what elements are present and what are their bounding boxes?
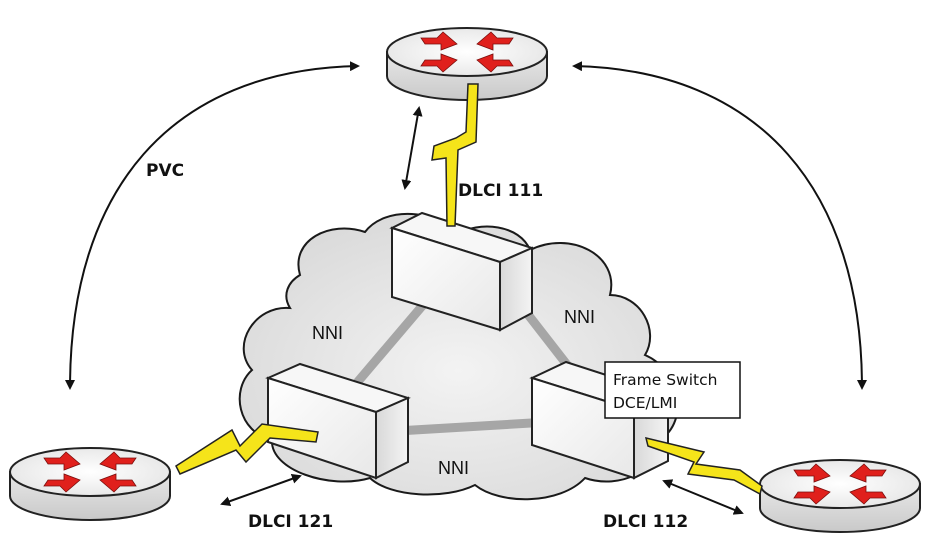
dlci-top-arrow	[401, 106, 423, 190]
pvc-left-curve	[65, 61, 360, 390]
lightning-right-link-icon	[644, 436, 763, 496]
nni-bottom-label: NNI	[438, 458, 469, 478]
dlci-top-label: DLCI 111	[458, 181, 543, 201]
callout-line-1: Frame Switch	[613, 371, 717, 389]
dlci-right-arrow	[662, 479, 744, 515]
pvc-curves	[65, 61, 867, 390]
serial-links	[175, 83, 763, 496]
router-top	[386, 27, 548, 101]
lightning-top-link-icon	[431, 83, 479, 227]
nni-left-label: NNI	[312, 323, 343, 343]
router-left	[9, 447, 171, 521]
callout-line-2: DCE/LMI	[613, 394, 677, 412]
pvc-label: PVC	[146, 161, 184, 181]
router-right	[759, 459, 921, 533]
frame-switch-top	[389, 211, 535, 332]
pvc-right-curve	[572, 61, 867, 390]
dlci-arrows	[220, 106, 744, 515]
dlci-left-arrow	[220, 473, 302, 507]
dlci-left-label: DLCI 121	[248, 512, 333, 532]
lightning-left-link-icon	[175, 423, 319, 475]
nni-right-label: NNI	[564, 307, 595, 327]
dlci-right-label: DLCI 112	[603, 512, 688, 532]
frame-switch-callout: Frame Switch DCE/LMI	[604, 361, 741, 419]
